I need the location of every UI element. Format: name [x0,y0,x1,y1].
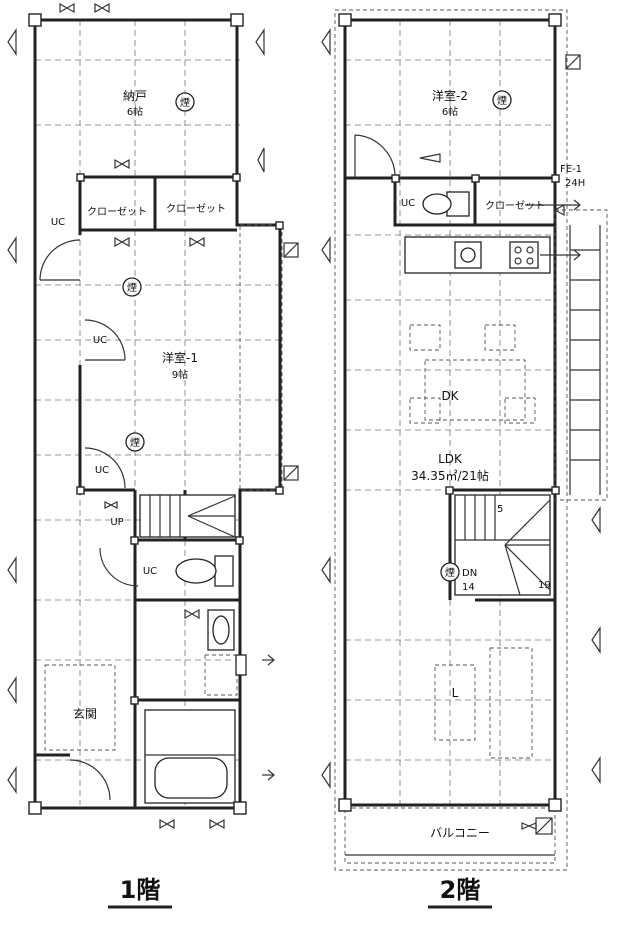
floor2-western2-label: 洋室-2 [432,88,468,103]
floor1-storage-label: 納戸 [123,89,147,103]
floor1-smoke-symbol: 煙 [180,97,190,109]
floor2-plan [321,9,608,871]
floor1-title: 1階 [120,876,161,904]
floor1-uc-label-3: UC [95,465,109,476]
floor1-closet-a-label: クローゼット [87,206,147,218]
floor2-uc-label: UC [401,198,415,209]
floor1-outer-wall [33,18,282,810]
floor1-uc-label-1: UC [51,217,65,228]
floor1-uc-label-4: UC [143,566,157,577]
floor1-western1-label: 洋室-1 [162,350,198,365]
floor1-labels: 納戸 6帖 煙 クローゼット クローゼット UC 煙 UC 洋室-1 9帖 煙 … [51,89,226,909]
floor1-outside-marks [7,28,299,794]
floor1-smoke-symbol-2: 煙 [127,282,137,294]
floor1-closet-b-label: クローゼット [166,203,226,215]
floor1-western1-size: 9帖 [172,368,188,381]
floor2-dining-set [409,324,536,424]
floor2-l-label: L [452,686,459,700]
floor2-stair-number-3: 19 [538,580,551,591]
floor2-smoke-symbol: 煙 [497,95,507,107]
floor2-ldk-area: 34.35㎡/21帖 [411,468,489,483]
floor2-dk-label: DK [441,389,459,403]
floor1-toilet [175,555,234,587]
floor1-stairs [139,494,236,538]
floor1-columns [28,13,284,815]
floor2-stair-number-1: 5 [497,504,503,515]
floor2-dn-label: DN [462,568,477,579]
floor1-grid [35,20,280,805]
floor2-grid [345,20,555,805]
floor2-stairs [454,494,551,596]
floor2-stair-number-2: 14 [462,582,475,593]
floor1-smoke-symbol-3: 煙 [130,437,140,449]
floor2-smoke-symbol-2: 煙 [445,567,455,579]
floor2-exterior-stair [569,225,601,495]
floor2-outside-marks [321,28,601,835]
floor2-labels: 洋室-2 6帖 煙 FE-1 24H UC クローゼット DK LDK 34.3… [401,88,585,909]
floor1-bathtub [144,709,236,804]
floor1-windows [59,2,225,830]
floor2-fe-sub: 24H [565,178,585,189]
floor2-title: 2階 [440,876,481,904]
floor1-storage-size: 6帖 [127,105,143,118]
floor2-fe-label: FE-1 [560,164,582,175]
floor2-ldk-label: LDK [438,452,463,466]
floor2-kitchen [404,236,551,274]
floor2-balcony-label: バルコニー [430,826,490,840]
floor2-columns [338,13,562,812]
floor1-washbasin [204,609,247,696]
floor2-closet-label: クローゼット [485,200,545,212]
floor1-entrance-label: 玄関 [73,706,97,721]
floor1-uc-label-2: UC [93,335,107,346]
floor1-up-label: UP [110,517,123,528]
floor1-plan [7,2,299,830]
floor2-western2-size: 6帖 [442,105,458,118]
